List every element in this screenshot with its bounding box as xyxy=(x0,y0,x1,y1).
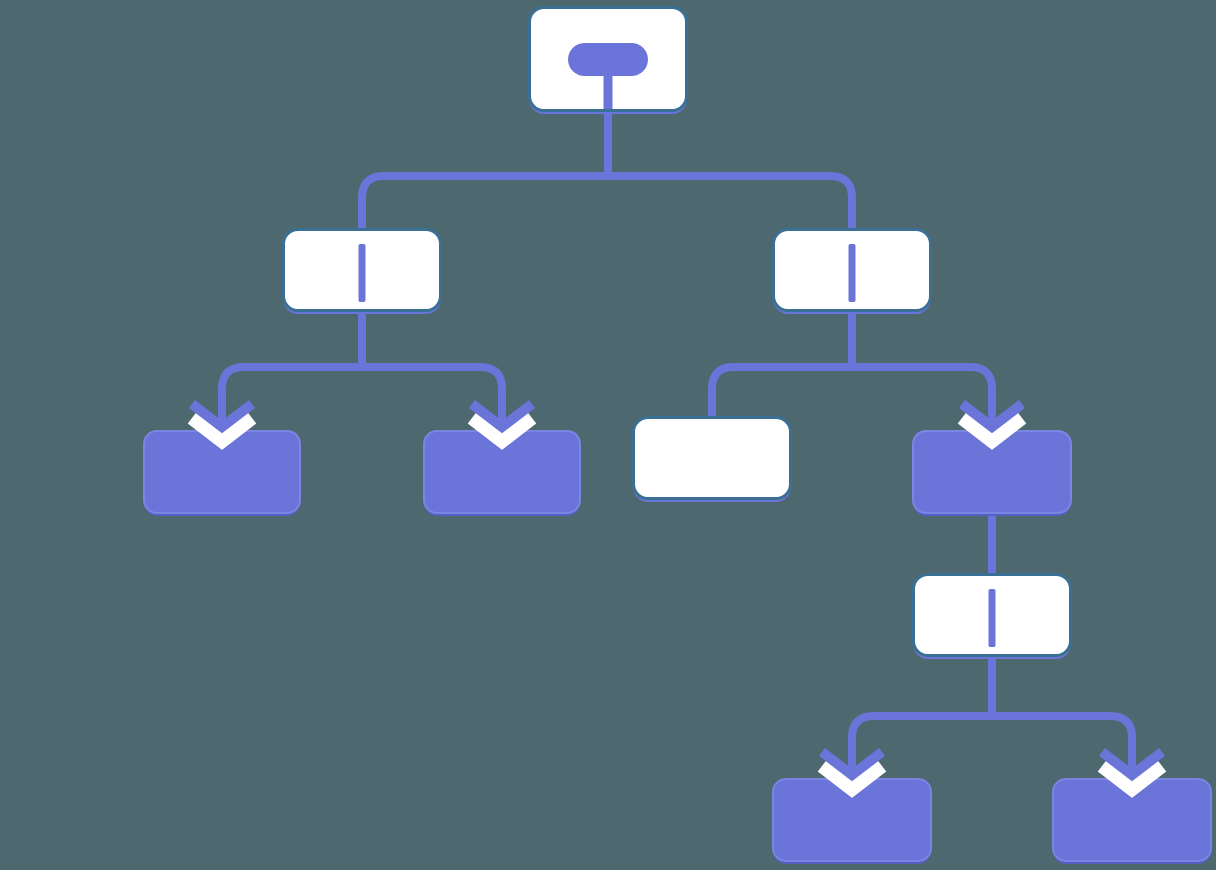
connector-left-split xyxy=(218,308,506,422)
divider-line xyxy=(988,589,996,647)
connector-right-split xyxy=(708,310,996,422)
node-leaf-1[interactable] xyxy=(143,430,301,514)
node-leaf-4[interactable] xyxy=(1052,778,1212,862)
root-pill-glyph xyxy=(568,43,648,76)
connector-bottom-split xyxy=(848,655,1136,770)
node-leaf-2[interactable] xyxy=(423,430,581,514)
connector-root-split xyxy=(358,100,856,230)
node-branch-left[interactable] xyxy=(282,228,442,312)
node-leaf-3[interactable] xyxy=(772,778,932,862)
node-card-plain[interactable] xyxy=(632,416,792,500)
node-root[interactable] xyxy=(528,6,688,112)
node-branch-mid[interactable] xyxy=(912,573,1072,657)
divider-line xyxy=(358,244,366,302)
root-pill-stem xyxy=(603,71,613,109)
node-branch-right[interactable] xyxy=(772,228,932,312)
divider-line xyxy=(848,244,856,302)
node-filled-mid[interactable] xyxy=(912,430,1072,514)
